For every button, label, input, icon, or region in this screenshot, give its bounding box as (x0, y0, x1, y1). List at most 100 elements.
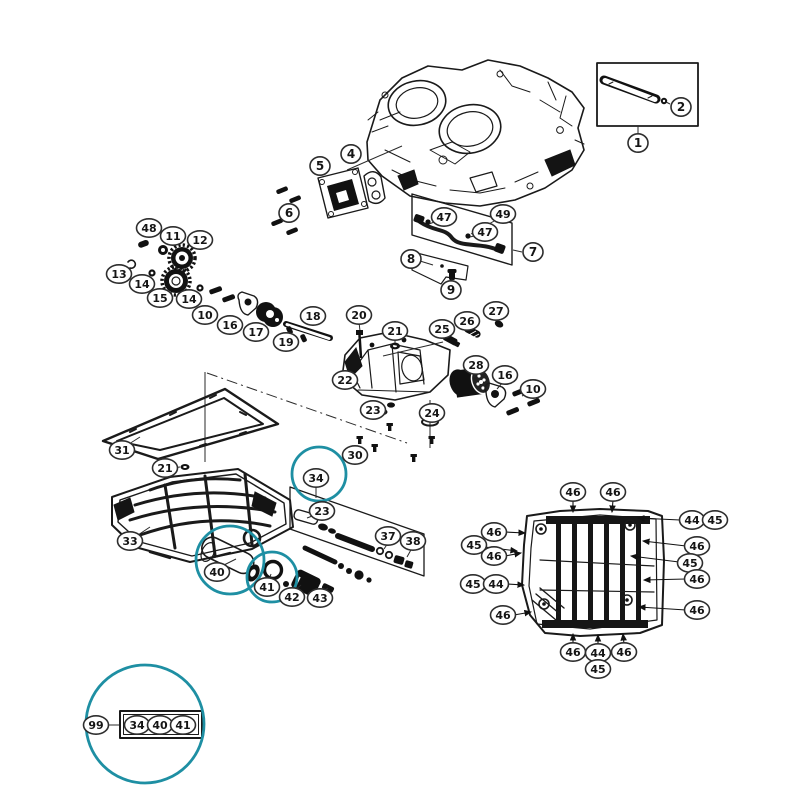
callout-14[interactable]: 14 (175, 288, 203, 309)
callout-16[interactable]: 16 (491, 364, 519, 385)
callout-46[interactable]: 46 (683, 535, 711, 556)
callout-bubble (105, 263, 133, 284)
callout-11[interactable]: 11 (159, 226, 187, 247)
callout-label: 40 (152, 719, 168, 732)
callout-19[interactable]: 19 (272, 331, 300, 352)
callout-label: 8 (407, 252, 415, 266)
callout-33[interactable]: 33 (116, 530, 144, 551)
callout-46[interactable]: 46 (610, 641, 638, 662)
highlight-circle-40[interactable] (194, 524, 266, 596)
callout-21[interactable]: 21 (381, 320, 409, 341)
callout-41[interactable]: 41 (253, 576, 281, 597)
callout-bubble (418, 402, 446, 423)
callout-49[interactable]: 49 (489, 204, 517, 225)
callout-24[interactable]: 24 (418, 402, 446, 423)
callout-bubble (482, 573, 510, 594)
callout-bubble (462, 354, 490, 375)
callout-label: 17 (248, 326, 263, 339)
callout-44[interactable]: 44 (584, 642, 612, 663)
callout-label: 9 (447, 283, 455, 297)
callout-label: 43 (312, 592, 327, 605)
callout-bubble (522, 242, 544, 263)
callout-42[interactable]: 42 (278, 586, 306, 607)
callout-bubble (253, 576, 281, 597)
callout-45[interactable]: 45 (584, 658, 612, 679)
callout-26[interactable]: 26 (453, 310, 481, 331)
callout-label: 6 (285, 206, 293, 220)
callout-bubble (489, 604, 517, 625)
callout-48[interactable]: 48 (135, 218, 163, 239)
callout-label: 19 (278, 336, 293, 349)
callout-28[interactable]: 28 (462, 354, 490, 375)
callout-label: 38 (405, 535, 420, 548)
callout-46[interactable]: 46 (559, 641, 587, 662)
callout-1[interactable]: 1 (627, 133, 649, 154)
callout-22[interactable]: 22 (331, 369, 359, 390)
callout-bubble (480, 521, 508, 542)
callout-15[interactable]: 15 (146, 287, 174, 308)
callout-44[interactable]: 44 (482, 573, 510, 594)
callout-7[interactable]: 7 (522, 242, 544, 263)
callout-34[interactable]: 34 (123, 714, 151, 735)
highlight-circle-34[interactable] (290, 445, 348, 503)
callout-23[interactable]: 23 (359, 399, 387, 420)
callout-41[interactable]: 41 (169, 714, 197, 735)
callout-45[interactable]: 45 (459, 573, 487, 594)
callout-2[interactable]: 2 (670, 97, 692, 118)
callout-99[interactable]: 99 (82, 714, 110, 735)
callout-bubble (480, 545, 508, 566)
callout-13[interactable]: 13 (105, 263, 133, 284)
callout-30[interactable]: 30 (341, 444, 369, 465)
callout-23[interactable]: 23 (308, 500, 336, 521)
callout-9[interactable]: 9 (440, 279, 462, 300)
callout-31[interactable]: 31 (108, 439, 136, 460)
callout-46[interactable]: 46 (559, 481, 587, 502)
callout-10[interactable]: 10 (191, 304, 219, 325)
callout-12[interactable]: 12 (186, 230, 214, 251)
callout-5[interactable]: 5 (309, 156, 331, 177)
callout-46[interactable]: 46 (480, 545, 508, 566)
callout-40[interactable]: 40 (146, 714, 174, 735)
callout-18[interactable]: 18 (299, 305, 327, 326)
callout-label: 11 (165, 230, 180, 243)
callout-21[interactable]: 21 (151, 457, 179, 478)
callout-40[interactable]: 40 (203, 561, 231, 582)
callout-label: 23 (314, 505, 329, 518)
callout-bubble (683, 599, 711, 620)
callout-46[interactable]: 46 (683, 599, 711, 620)
callout-label: 37 (380, 530, 395, 543)
callout-20[interactable]: 20 (345, 304, 373, 325)
callout-46[interactable]: 46 (599, 481, 627, 502)
callout-38[interactable]: 38 (399, 530, 427, 551)
callout-label: 46 (616, 646, 632, 659)
callout-37[interactable]: 37 (374, 525, 402, 546)
callout-label: 21 (157, 462, 172, 475)
callout-44[interactable]: 44 (678, 509, 706, 530)
highlight-circle-41[interactable] (245, 550, 299, 604)
callout-label: 28 (468, 359, 483, 372)
callout-47[interactable]: 47 (430, 207, 458, 228)
callout-label: 20 (351, 309, 367, 322)
callout-4[interactable]: 4 (340, 144, 362, 165)
callout-8[interactable]: 8 (400, 249, 422, 270)
callout-45[interactable]: 45 (460, 534, 488, 555)
callout-46[interactable]: 46 (489, 604, 517, 625)
callout-16[interactable]: 16 (216, 314, 244, 335)
callout-bubble (308, 500, 336, 521)
leader-lines (484, 499, 687, 645)
callout-17[interactable]: 17 (242, 321, 270, 342)
callout-6[interactable]: 6 (278, 203, 300, 224)
callout-43[interactable]: 43 (306, 587, 334, 608)
callout-45[interactable]: 45 (701, 509, 729, 530)
callout-14[interactable]: 14 (128, 273, 156, 294)
callout-label: 10 (525, 383, 541, 396)
callout-34[interactable]: 34 (302, 467, 330, 488)
callout-bubble (135, 218, 163, 239)
callout-27[interactable]: 27 (482, 300, 510, 321)
callout-46[interactable]: 46 (683, 568, 711, 589)
callout-46[interactable]: 46 (480, 521, 508, 542)
callout-47[interactable]: 47 (471, 222, 499, 243)
callout-10[interactable]: 10 (519, 378, 547, 399)
callout-25[interactable]: 25 (428, 318, 456, 339)
callout-label: 5 (316, 159, 324, 173)
